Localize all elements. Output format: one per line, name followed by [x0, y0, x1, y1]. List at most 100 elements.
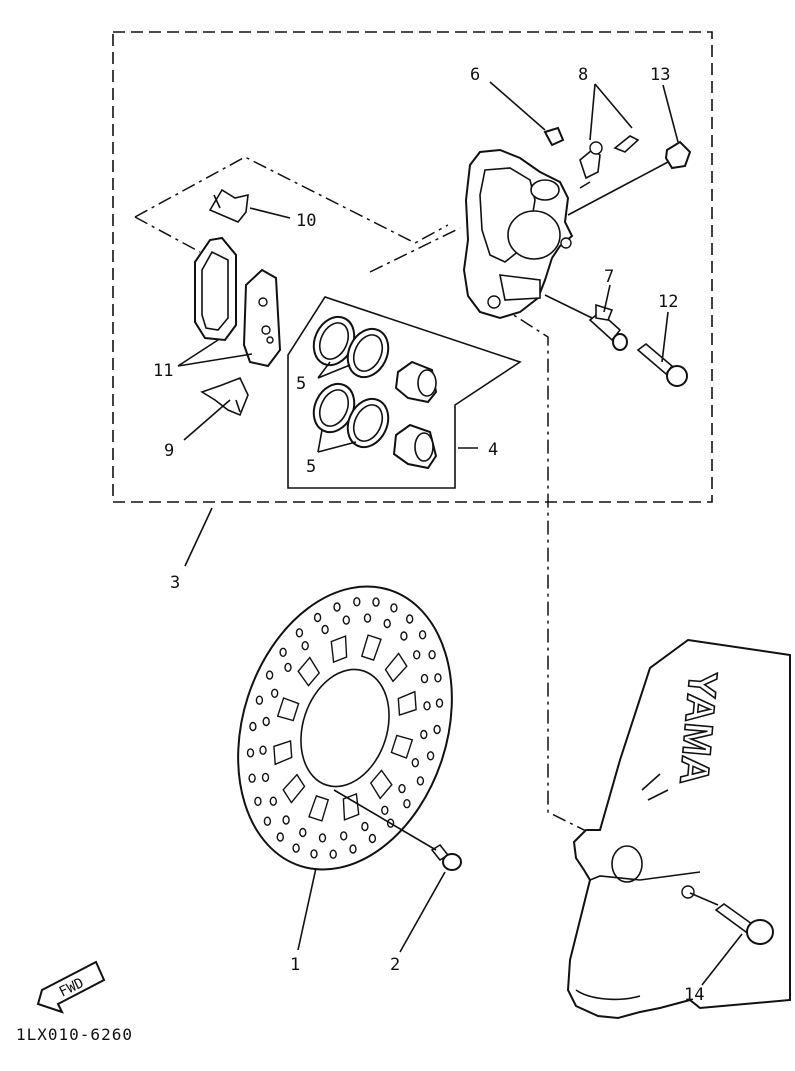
- disc-slot: [390, 734, 414, 759]
- leader-8: [589, 83, 633, 141]
- disc-hole: [269, 796, 277, 806]
- disc-bolt-2: [430, 843, 462, 871]
- brake-pad-right: [242, 268, 282, 368]
- disc-hole: [313, 612, 322, 623]
- disc-hole: [416, 776, 425, 786]
- disc-slot: [369, 769, 393, 800]
- disc-slot: [273, 739, 293, 766]
- fwd-arrow: FWD: [36, 960, 106, 1014]
- disc-hole: [295, 628, 304, 638]
- disc-hole: [263, 816, 272, 826]
- disc-hole: [246, 748, 255, 758]
- front-fork: YAMA: [566, 638, 791, 1020]
- disc-hole: [426, 751, 435, 761]
- disc-hole: [349, 844, 357, 854]
- disc-hole: [333, 602, 341, 612]
- callout-6: 6: [470, 65, 480, 85]
- disc-hole: [433, 724, 441, 735]
- disc-hole: [411, 758, 419, 768]
- disc-hole: [248, 773, 256, 783]
- disc-hole: [261, 772, 270, 783]
- disc-hole: [368, 833, 377, 844]
- disc-hole: [292, 843, 300, 853]
- piston-lower: [392, 423, 438, 470]
- disc-slot: [297, 656, 321, 687]
- leader-14: [689, 892, 743, 986]
- disc-hole: [428, 650, 436, 660]
- seal-kit-outline: [287, 296, 522, 489]
- callout-8: 8: [578, 65, 588, 85]
- callout-11: 11: [153, 361, 173, 381]
- leader-1: [297, 867, 317, 951]
- callout-9: 9: [164, 441, 174, 461]
- bleed-screw-8: [579, 135, 640, 189]
- leader-5-lower: [317, 429, 357, 453]
- disc-hole: [276, 832, 284, 842]
- leader-2: [333, 789, 446, 953]
- bolt-14: [714, 903, 774, 945]
- bolt-12: [636, 342, 688, 387]
- seal-upper-right: [346, 327, 390, 379]
- callout-12: 12: [658, 292, 678, 312]
- disc-hole: [413, 650, 421, 660]
- disc-slot: [308, 795, 330, 822]
- disc-hole: [406, 614, 414, 624]
- leader-9: [183, 399, 231, 441]
- disc-slot: [397, 690, 417, 717]
- disc-hole: [299, 827, 307, 838]
- caliper-assembly-box: [112, 31, 713, 503]
- pad-kit-outline-lower: [134, 216, 201, 253]
- disc-hole: [301, 641, 309, 651]
- piston-upper: [394, 360, 438, 404]
- disc-hole: [353, 597, 361, 607]
- disc-hole: [340, 831, 348, 841]
- callout-7: 7: [604, 267, 614, 287]
- callout-2: 2: [390, 955, 400, 975]
- callout-4: 4: [488, 440, 498, 460]
- disc-hole: [310, 849, 318, 859]
- pin-plug-13: [664, 140, 692, 170]
- disc-hole: [284, 662, 292, 673]
- disc-hole: [423, 701, 431, 711]
- brake-disc: [237, 585, 453, 871]
- disc-hole: [372, 597, 380, 607]
- leader-12: [661, 311, 669, 363]
- disc-hole: [259, 745, 267, 755]
- disc-slot: [276, 697, 300, 722]
- disc-slot: [384, 652, 408, 683]
- callout-13: 13: [650, 65, 670, 85]
- disc-hole: [318, 833, 327, 843]
- leader-5-upper: [317, 361, 351, 379]
- disc-slot: [282, 773, 306, 804]
- caliper-leader: [369, 227, 461, 273]
- drawing-code: 1LX010-6260: [16, 1025, 133, 1044]
- callout-5-upper: 5: [296, 374, 306, 394]
- callout-10: 10: [296, 211, 316, 231]
- leader-11: [177, 339, 253, 367]
- disc-hole: [342, 615, 350, 625]
- disc-hole: [265, 670, 274, 680]
- disc-hole: [363, 613, 372, 623]
- cap-6: [543, 126, 565, 147]
- brake-pad-left: [194, 236, 237, 342]
- disc-hole: [383, 618, 391, 629]
- callout-3: 3: [170, 573, 180, 593]
- brake-caliper: [462, 148, 574, 320]
- caliper-mount-leader: [497, 304, 601, 839]
- pad-kit-outline: [134, 156, 449, 244]
- pin-bolt-7: [588, 303, 628, 351]
- disc-hole: [279, 647, 287, 657]
- disc-hole: [282, 815, 290, 825]
- callout-14: 14: [684, 985, 704, 1005]
- disc-hole: [255, 695, 264, 705]
- seal-lower-right: [346, 397, 390, 449]
- leader-13: [567, 84, 679, 216]
- disc-slot: [360, 634, 382, 661]
- disc-hole: [398, 783, 406, 794]
- disc-hole: [321, 624, 329, 635]
- disc-hole: [435, 698, 444, 708]
- leader-3: [184, 507, 213, 567]
- pad-spring-10: [208, 188, 249, 223]
- disc-hole: [420, 673, 429, 684]
